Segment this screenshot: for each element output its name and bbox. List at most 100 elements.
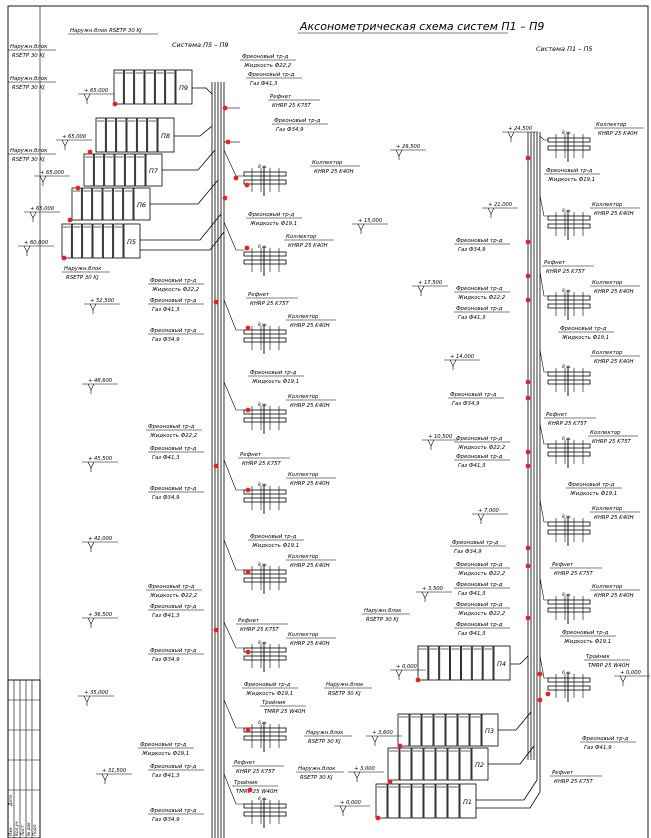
elevation-mark: + 3,000 bbox=[348, 766, 384, 782]
callout-line1: Коллектор bbox=[592, 202, 623, 208]
callout-line2: Жидкость Ф22,2 bbox=[149, 433, 198, 439]
connection-node bbox=[67, 217, 73, 223]
elevation-mark: + 31,500 bbox=[96, 768, 132, 784]
unit-module bbox=[144, 69, 155, 105]
collector-manifold: 6 ш. bbox=[243, 720, 287, 752]
elevation-value: + 35,000 bbox=[84, 690, 109, 696]
connection-node bbox=[112, 101, 118, 107]
connection-node bbox=[525, 449, 531, 455]
connection-node bbox=[222, 195, 228, 201]
unit-module bbox=[433, 713, 446, 747]
connection-node bbox=[213, 627, 219, 633]
unit-module bbox=[95, 117, 106, 153]
callout-line2: RSETP 30 KJ bbox=[308, 739, 341, 745]
elevation-value: + 36,500 bbox=[88, 612, 113, 618]
unit-module bbox=[113, 69, 124, 105]
elevation-value: + 7,000 bbox=[478, 508, 500, 514]
callout-line2: Жидкость Ф19,1 bbox=[563, 639, 611, 645]
elevation-mark: + 0,000 bbox=[390, 664, 426, 680]
collector-manifold: 8 ш. bbox=[243, 562, 287, 594]
unit-module bbox=[124, 153, 136, 187]
unit-module bbox=[134, 69, 145, 105]
elevation-value: + 29,500 bbox=[396, 144, 421, 150]
connection-node bbox=[244, 245, 250, 251]
callout-line2: Газ Ф34,9 bbox=[276, 127, 304, 133]
unit-label: П5 bbox=[127, 238, 136, 246]
callout-line1: Фреоновый тр-д bbox=[456, 436, 503, 442]
callout-line1: Тройник bbox=[262, 700, 287, 706]
callout-line1: Коллектор bbox=[592, 506, 623, 512]
elevation-value: + 14,000 bbox=[450, 354, 475, 360]
manifold-count: 8 ш. bbox=[258, 562, 268, 568]
callout-line2: RSETP 30 KJ bbox=[366, 617, 399, 623]
manifold-count: 8 ш. bbox=[258, 640, 268, 646]
callout-line2: Газ Ф34,9 bbox=[152, 495, 180, 501]
unit-p2: П2 bbox=[387, 747, 489, 781]
manifold-count: 8 ш. bbox=[562, 130, 572, 136]
elevation-value: + 3,500 bbox=[422, 586, 444, 592]
callout-line2: Газ Ф41,3 bbox=[152, 307, 180, 313]
callout-line2: Газ Ф34,9 bbox=[458, 247, 486, 253]
connection-node bbox=[75, 185, 81, 191]
callout-line2: Жидкость Ф22,2 bbox=[457, 611, 506, 617]
manifold-count: 6 ш. bbox=[258, 244, 268, 250]
elevation-mark: + 3,500 bbox=[416, 586, 452, 602]
unit-module bbox=[83, 153, 94, 187]
callout-line2: TMRP 25 W40H bbox=[236, 789, 277, 795]
callout-line1: Фреоновый тр-д bbox=[248, 212, 295, 218]
riser-right bbox=[527, 132, 541, 760]
callout-line2: Газ Ф34,9 bbox=[452, 401, 480, 407]
unit-p7: П7 bbox=[83, 153, 163, 187]
callout-line1: Фреоновый тр-д bbox=[456, 582, 503, 588]
unit-module bbox=[428, 645, 440, 681]
callout-line2: RSETP 30 KJ bbox=[12, 85, 45, 91]
connection-node bbox=[247, 787, 253, 793]
elevation-value: + 60,000 bbox=[24, 240, 49, 246]
callout-line1: Фреоновый тр-д bbox=[568, 482, 615, 488]
unit-module bbox=[126, 117, 137, 153]
elevation-value: + 3,600 bbox=[372, 730, 394, 736]
elevation-mark: + 0,000 bbox=[334, 800, 370, 816]
callout-line1: Фреоновый тр-д bbox=[242, 54, 289, 60]
callout-line1: Фреоновый тр-д bbox=[148, 424, 195, 430]
manifold-count: 6 ш. bbox=[562, 670, 572, 676]
connection-node bbox=[245, 325, 251, 331]
callout-line1: Рефнет bbox=[248, 292, 270, 298]
callout-line1: Фреоновый тр-д bbox=[456, 454, 503, 460]
unit-module bbox=[105, 117, 117, 153]
callout-line2: Газ Ф34,9 bbox=[152, 817, 180, 823]
title-block-label: Лист bbox=[20, 825, 25, 837]
callout-line1: Рефнет bbox=[234, 760, 256, 766]
title-block-label: Подп. bbox=[32, 823, 37, 836]
elevation-mark: + 35,000 bbox=[78, 690, 114, 706]
elevation-value: + 65,000 bbox=[84, 88, 109, 94]
manifold-count: 8 ш. bbox=[562, 592, 572, 598]
unit-module bbox=[482, 645, 494, 681]
connection-node bbox=[244, 182, 250, 188]
callout-line1: Рефнет bbox=[544, 260, 566, 266]
unit-label-box bbox=[175, 69, 193, 105]
unit-label: П6 bbox=[137, 201, 146, 209]
callout-line2: КНRP 25 K40H bbox=[290, 481, 330, 487]
title-block-label: Изм. bbox=[8, 826, 13, 836]
unit-module bbox=[375, 783, 388, 819]
callout-line2: Газ Ф34,9 bbox=[454, 549, 482, 555]
elevation-value: + 65,000 bbox=[40, 170, 65, 176]
